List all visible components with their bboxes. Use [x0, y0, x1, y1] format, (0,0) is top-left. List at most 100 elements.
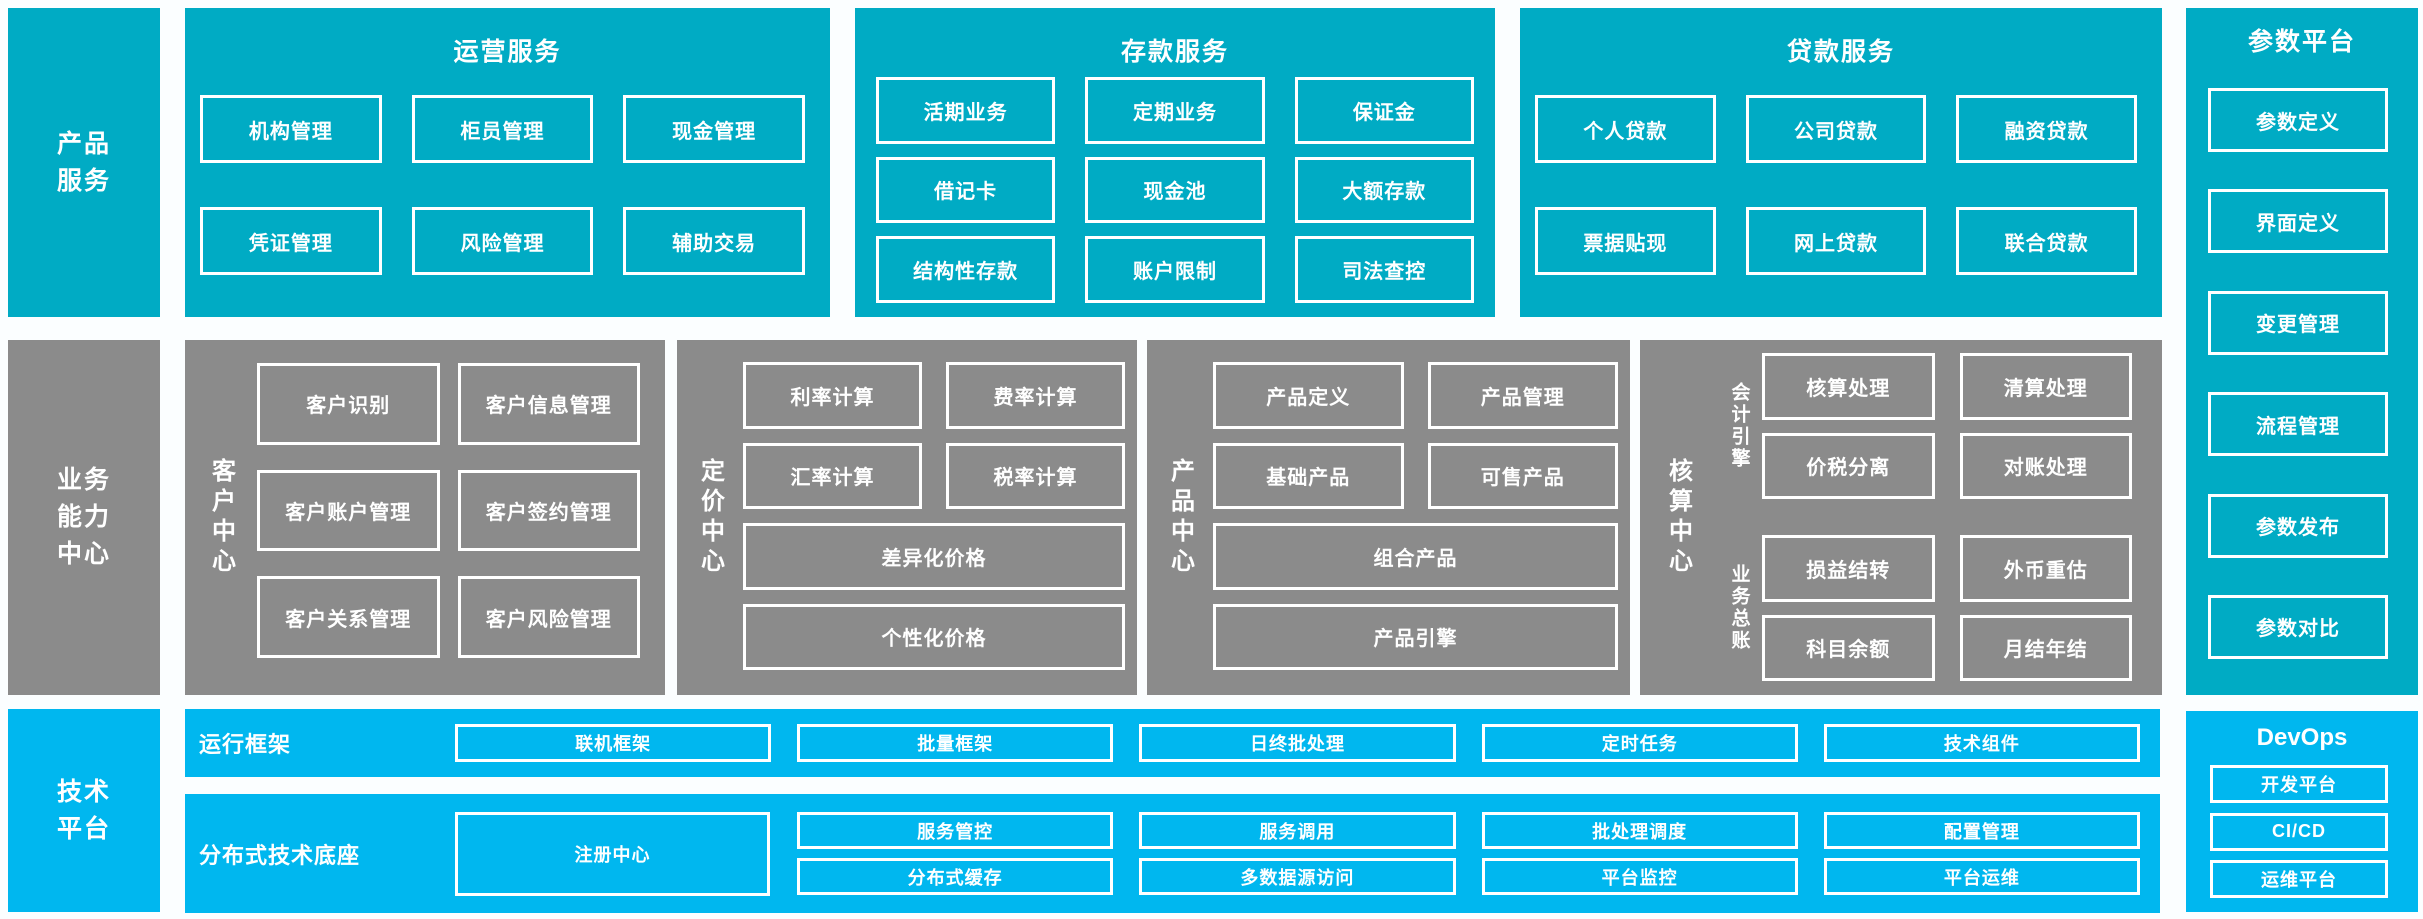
section-deposit-services: 存款服务 活期业务 定期业务 保证金 借记卡 现金池 大额存款 结构性存款 账户…: [855, 8, 1495, 317]
module-box: 界面定义: [2208, 189, 2388, 254]
module-box: 批处理调度: [1481, 812, 1798, 849]
module-box: 费率计算: [946, 362, 1125, 429]
module-box: 月结年结: [1959, 614, 2132, 681]
module-box: 客户信息管理: [457, 363, 640, 445]
module-box: 服务管控: [797, 812, 1114, 849]
module-box: 组合产品: [1213, 523, 1618, 590]
module-box: 参数发布: [2208, 493, 2388, 558]
section-operation-services: 运营服务 机构管理 柜员管理 现金管理 凭证管理 风险管理 辅助交易: [185, 8, 830, 317]
module-box: CI/CD: [2210, 812, 2388, 851]
section-title-vertical: 产品中心: [1166, 457, 1194, 578]
module-box: 客户账户管理: [257, 469, 440, 552]
module-box: 差异化价格: [743, 523, 1125, 590]
section-product-center: 产品中心 产品定义 产品管理 基础产品 可售产品 组合产品 产品引擎: [1147, 340, 1630, 695]
row-label-line: 技术: [56, 777, 111, 806]
module-box: 账户限制: [1085, 236, 1265, 303]
module-box: 个性化价格: [743, 603, 1125, 670]
module-box: 客户风险管理: [457, 576, 640, 658]
module-box: 联合贷款: [1956, 207, 2137, 275]
module-box: 司法查控: [1294, 236, 1474, 303]
module-box: 外币重估: [1959, 535, 2132, 602]
section-pricing-center: 定价中心 利率计算 费率计算 汇率计算 税率计算 差异化价格 个性化价格: [677, 340, 1137, 695]
module-box: 流程管理: [2208, 392, 2388, 457]
section-distributed-base: 分布式技术底座 注册中心 服务管控 服务调用 批处理调度 配置管理 分布式缓存 …: [185, 794, 2160, 913]
module-box: 客户识别: [257, 363, 440, 445]
module-box: 凭证管理: [200, 207, 382, 275]
module-box: 价税分离: [1762, 432, 1935, 499]
module-box: 定期业务: [1085, 77, 1265, 144]
module-box: 多数据源访问: [1139, 858, 1456, 895]
module-box: 参数定义: [2208, 88, 2388, 152]
row-label-line: 产品: [56, 129, 111, 158]
module-box: 配置管理: [1823, 812, 2140, 849]
module-box: 大额存款: [1294, 156, 1474, 224]
module-box: 柜员管理: [411, 95, 594, 163]
module-box: 平台运维: [1823, 858, 2140, 895]
module-box: 公司贷款: [1745, 95, 1927, 163]
module-box: 参数对比: [2208, 594, 2388, 659]
module-box: 保证金: [1294, 77, 1474, 144]
module-box: 产品引擎: [1213, 603, 1618, 670]
section-title: 贷款服务: [1786, 38, 1895, 66]
module-box: 客户关系管理: [257, 576, 440, 658]
module-box: 变更管理: [2208, 290, 2388, 355]
module-box: 可售产品: [1427, 442, 1618, 509]
section-title: 运行框架: [199, 732, 292, 757]
module-box: 风险管理: [411, 207, 594, 275]
module-box: 产品管理: [1427, 362, 1618, 429]
module-box: 科目余额: [1762, 614, 1935, 681]
module-box: 清算处理: [1959, 353, 2132, 420]
module-box: 客户签约管理: [457, 469, 640, 552]
section-loan-services: 贷款服务 个人贷款 公司贷款 融资贷款 票据贴现 网上贷款 联合贷款: [1520, 8, 2162, 317]
module-box: 网上贷款: [1745, 207, 1927, 275]
module-box: 现金池: [1085, 156, 1265, 224]
module-box: 分布式缓存: [797, 858, 1114, 895]
module-box: 产品定义: [1213, 362, 1404, 429]
section-title-vertical: 核算中心: [1664, 457, 1692, 578]
section-devops: DevOps 开发平台 CI/CD 运维平台: [2186, 711, 2418, 912]
section-title: 运营服务: [453, 38, 562, 66]
row-label-line: 能力: [56, 503, 111, 531]
module-box: 日终批处理: [1139, 724, 1456, 762]
row-label-line: 中心: [56, 540, 111, 568]
module-box: 批量框架: [797, 724, 1114, 762]
module-box: 融资贷款: [1956, 95, 2137, 163]
module-box: 定时任务: [1481, 724, 1798, 762]
module-box: 开发平台: [2210, 765, 2388, 803]
module-box: 服务调用: [1139, 812, 1456, 849]
module-box: 结构性存款: [876, 236, 1056, 303]
section-customer-center: 客户中心 客户识别 客户信息管理 客户账户管理 客户签约管理 客户关系管理 客户…: [185, 340, 665, 695]
business-ledger-group: 业务总账 损益结转 外币重估 科目余额 月结年结: [1716, 535, 2132, 681]
section-title-vertical: 定价中心: [696, 457, 724, 578]
module-box: 机构管理: [200, 95, 382, 163]
module-box: 税率计算: [946, 442, 1125, 509]
module-box: 利率计算: [743, 362, 922, 429]
row-label-line: 服务: [56, 166, 111, 195]
module-box: 现金管理: [623, 95, 805, 163]
row-label-product-services: 产品 服务: [8, 8, 160, 317]
module-box: 基础产品: [1213, 442, 1404, 509]
module-box: 损益结转: [1762, 535, 1935, 602]
group-label-vertical: 业务总账: [1728, 564, 1750, 652]
module-box: 票据贴现: [1535, 207, 1716, 275]
module-box: 汇率计算: [743, 442, 922, 509]
module-box: 对账处理: [1959, 432, 2132, 499]
row-label-line: 业务: [56, 466, 111, 494]
section-title: 存款服务: [1120, 38, 1229, 66]
accounting-engine-group: 会计引擎 核算处理 清算处理 价税分离 对账处理: [1716, 353, 2132, 499]
section-title: 参数平台: [2247, 28, 2356, 56]
module-box: 核算处理: [1762, 353, 1935, 420]
module-box: 注册中心: [455, 811, 770, 896]
module-box: 个人贷款: [1535, 95, 1716, 163]
module-box: 运维平台: [2210, 860, 2388, 898]
group-label-vertical: 会计引擎: [1728, 382, 1750, 470]
section-title: 分布式技术底座: [199, 842, 361, 868]
module-box: 平台监控: [1481, 858, 1798, 895]
row-label-technology-platform: 技术 平台: [8, 709, 160, 912]
module-box: 联机框架: [455, 724, 772, 762]
section-accounting-center: 核算中心 会计引擎 核算处理 清算处理 价税分离 对账处理 业务总账 损益结转 …: [1640, 340, 2162, 695]
module-box: 辅助交易: [623, 207, 805, 275]
module-box: 技术组件: [1823, 724, 2141, 762]
section-title: DevOps: [2256, 724, 2348, 751]
section-title-vertical: 客户中心: [207, 457, 235, 578]
